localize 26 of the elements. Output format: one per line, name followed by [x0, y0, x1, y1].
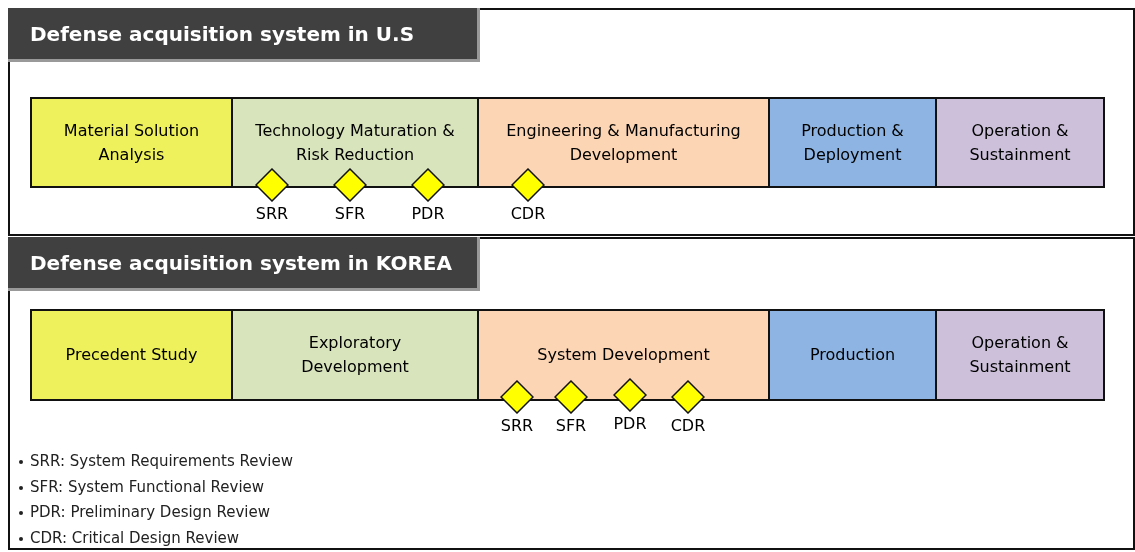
phase-box: Engineering & Manufacturing Development: [477, 97, 770, 188]
legend-note: SRR: System Requirements Review: [30, 452, 293, 470]
legend-note: SFR: System Functional Review: [30, 477, 265, 496]
phase-box: System Development: [477, 309, 770, 401]
legend-note: CDR: Critical Design Review: [30, 528, 240, 547]
section-heading: Defense acquisition system in U.S: [8, 8, 480, 62]
milestone-label: SFR: [554, 416, 588, 435]
milestone-label: CDR: [669, 416, 707, 435]
milestone-label: SFR: [333, 204, 367, 223]
milestone-label: SRR: [254, 204, 290, 223]
phase-box: Operation & Sustainment: [935, 97, 1105, 188]
phase-box: Production: [768, 309, 937, 401]
phase-box: Production & Deployment: [768, 97, 937, 188]
phase-box: Material Solution Analysis: [30, 97, 233, 188]
phase-box: Operation & Sustainment: [935, 309, 1105, 401]
section-heading: Defense acquisition system in KOREA: [8, 237, 480, 291]
milestone-label: SRR: [499, 416, 535, 435]
phase-box: Precedent Study: [30, 309, 233, 401]
panel-frame: [8, 237, 1135, 550]
milestone-label: PDR: [612, 414, 648, 433]
legend-note: PDR: Preliminary Design Review: [30, 503, 270, 521]
milestone-label: CDR: [509, 204, 547, 223]
panel-frame: [8, 8, 1135, 236]
phase-box: Exploratory Development: [231, 309, 479, 401]
phase-box: Technology Maturation & Risk Reduction: [231, 97, 479, 188]
milestone-label: PDR: [410, 204, 446, 223]
